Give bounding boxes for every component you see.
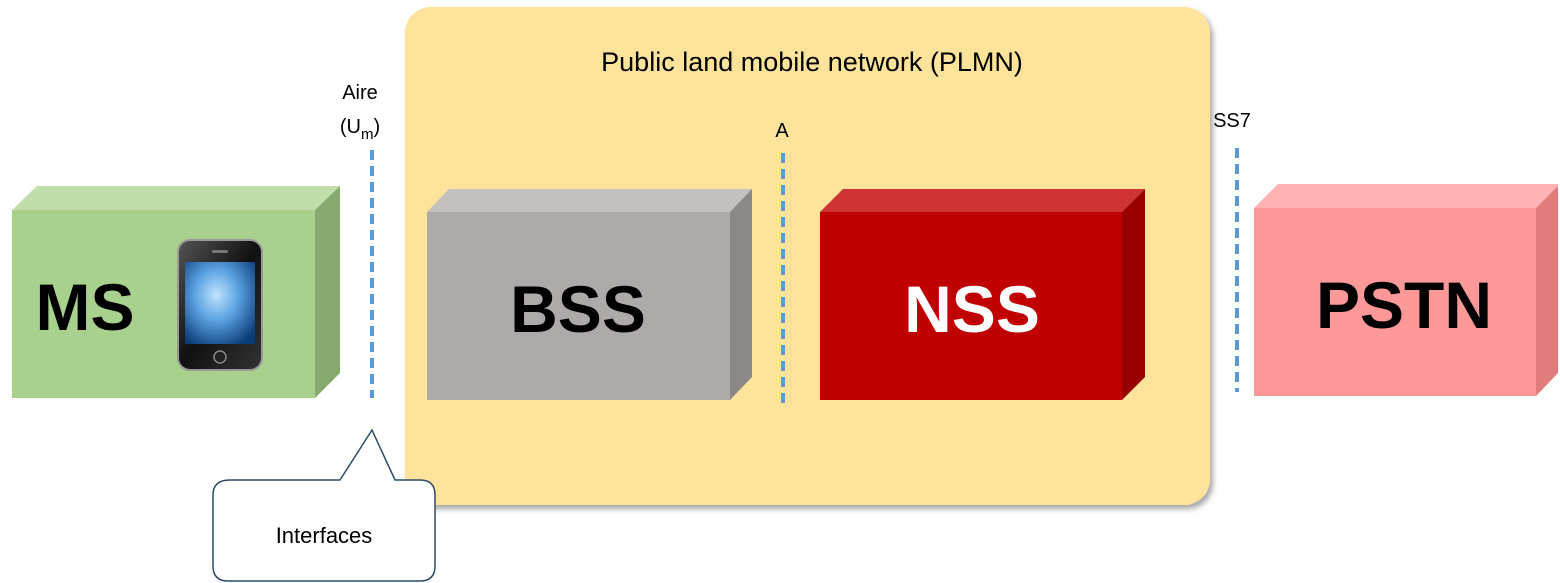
ms-block-front [12, 210, 315, 398]
nss-block-front [820, 212, 1122, 400]
air-interface-sublabel: (Um) [340, 116, 380, 143]
pstn-label: PSTN [1316, 268, 1492, 342]
bss-block-side [730, 189, 752, 400]
nss-block-top [820, 189, 1145, 212]
bss-block-front [427, 212, 730, 400]
a-interface-label: A [775, 120, 789, 142]
nss-block-side [1122, 189, 1145, 400]
smartphone-icon [177, 239, 263, 371]
bss-block-top [427, 189, 752, 212]
nss-block: NSS [820, 189, 1145, 400]
air-interface-label: Aire [342, 82, 378, 104]
callout-bubble [212, 428, 436, 582]
ms-block: MS [12, 186, 340, 398]
ms-label: MS [36, 270, 135, 344]
pstn-block-top [1254, 184, 1558, 208]
ss7-interface-label: SS7 [1213, 110, 1251, 132]
pstn-block-side [1536, 186, 1558, 396]
plmn-title: Public land mobile network (PLMN) [601, 47, 1023, 77]
nss-label: NSS [904, 272, 1040, 346]
bss-label: BSS [510, 272, 646, 346]
interfaces-callout: Interfaces [212, 428, 436, 582]
ms-block-top [12, 186, 340, 210]
callout-text: Interfaces [276, 523, 373, 548]
bss-block: BSS [427, 189, 752, 400]
pstn-block: PSTN [1254, 184, 1558, 396]
pstn-block-front [1254, 208, 1536, 396]
ms-block-side [315, 186, 340, 398]
